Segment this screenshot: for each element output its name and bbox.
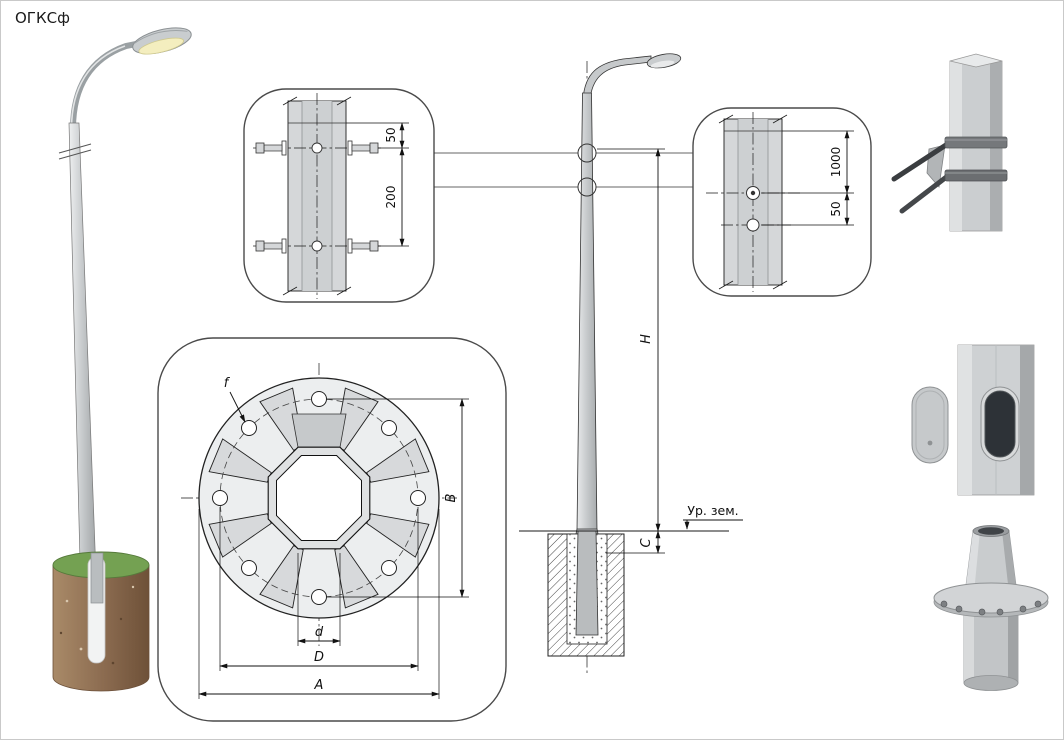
pole-octagon-inner <box>276 455 362 541</box>
tension-arm-lower <box>899 172 952 214</box>
dim-label-H: H <box>639 334 654 344</box>
detail-view-bracket-bolts: 50 200 <box>243 88 435 303</box>
detail-marker-bottom <box>577 177 597 197</box>
hand-hole-opening <box>984 390 1016 458</box>
detail-marker-top <box>577 143 597 163</box>
lamp-head <box>132 27 192 55</box>
dim-label-D: D <box>314 650 324 665</box>
band-clamp-lower <box>944 169 1008 182</box>
ground-level-label: Ур. зем. <box>687 503 738 518</box>
flange-bolts <box>940 600 1042 616</box>
dim-label-f: f <box>224 376 231 391</box>
dim-label-d: d <box>315 625 324 640</box>
flange-plan-view: f B d D A <box>157 337 507 722</box>
render-handhole-cover <box>911 344 1035 496</box>
pole-3d-render <box>52 27 192 692</box>
bolt-row-top <box>253 140 381 156</box>
render-flange-base <box>933 525 1049 691</box>
pole-elevation: H Ур. зем. C <box>519 53 743 673</box>
detail-view-grounding-bolt: 1000 50 <box>692 107 872 297</box>
dim-label-50: 50 <box>384 127 398 142</box>
dim-label-A: A <box>314 678 324 693</box>
base-flange <box>933 582 1049 614</box>
band-clamp-upper <box>944 136 1008 149</box>
top-shading <box>291 413 347 448</box>
render-bracket-clamps <box>891 53 1008 232</box>
detail-connector-lines <box>434 152 693 188</box>
dim-label-50-right: 50 <box>829 201 843 216</box>
foundation-section <box>547 530 625 657</box>
cover-plate <box>911 386 949 464</box>
lamp-head-elevation <box>646 53 682 69</box>
lower-hole <box>746 218 760 232</box>
dim-label-1000: 1000 <box>829 147 843 178</box>
foundation-3d <box>52 551 150 692</box>
drawing-title: ОГКСф <box>15 9 70 27</box>
dim-label-200: 200 <box>384 186 398 209</box>
dim-label-B: B <box>444 493 459 502</box>
tube-opening <box>978 527 1004 535</box>
bolt-row-bottom <box>253 238 381 254</box>
tension-arm-upper <box>891 140 952 182</box>
lamp-arm <box>70 38 152 130</box>
lamp-arm-elevation <box>582 55 652 101</box>
dim-label-C: C <box>639 538 654 548</box>
pole-shaft <box>68 122 98 602</box>
